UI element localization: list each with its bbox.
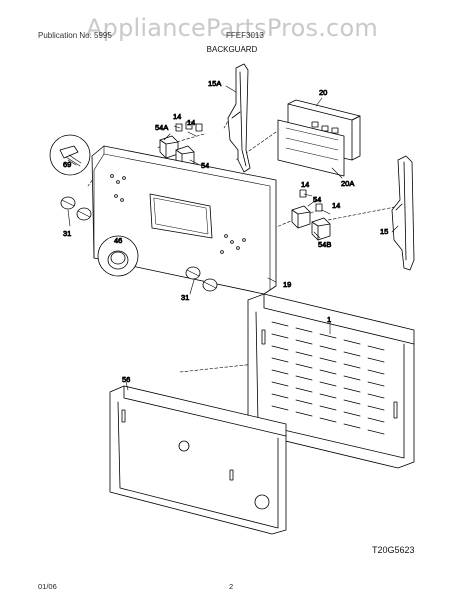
part-15-end-trim — [391, 155, 415, 271]
part-15a-end-trim — [227, 63, 251, 173]
callout-31-lower: 31 — [181, 293, 189, 302]
callout-54-right: 54 — [313, 195, 321, 204]
footer-date: 01/06 — [38, 582, 57, 591]
part-14-switch-knob-right — [299, 189, 323, 212]
publication-number: Publication No: 5995 — [38, 31, 112, 40]
part-69-screw-detail — [49, 134, 91, 176]
part-54a-switch — [159, 135, 179, 159]
model-number: FFEF3013 — [226, 31, 264, 40]
callout-14-a: 14 — [173, 112, 181, 121]
callout-14-c: 14 — [301, 180, 309, 189]
part-56-lower-back-panel — [109, 385, 287, 535]
callout-54-upper: 54 — [201, 161, 209, 170]
watermark: AppliancePartsPros.com — [86, 14, 378, 42]
part-54b-switch — [291, 205, 311, 229]
part-54-switch-right — [311, 217, 331, 241]
callout-20: 20 — [319, 88, 327, 97]
page-title: BACKGUARD — [206, 45, 258, 54]
callout-20a: 20A — [341, 179, 354, 188]
diagram-code: T20G5623 — [372, 545, 415, 555]
callout-leaders — [67, 85, 399, 391]
callout-31-left: 31 — [63, 229, 71, 238]
callout-15: 15 — [380, 227, 388, 236]
footer-page-number: 2 — [229, 582, 234, 591]
callout-19: 19 — [283, 280, 291, 289]
callout-46: 46 — [114, 236, 122, 245]
callout-14-b: 14 — [187, 118, 195, 127]
part-20a-overlay — [277, 119, 345, 177]
part-31-knob-left — [60, 196, 92, 221]
callout-15a: 15A — [208, 79, 221, 88]
callout-1: 1 — [327, 315, 331, 324]
part-46-knob-detail — [97, 235, 139, 277]
part-31-knob-lower — [185, 266, 218, 292]
callout-54a: 54A — [155, 123, 168, 132]
callout-56: 56 — [122, 375, 130, 384]
callout-69: 69 — [63, 160, 71, 169]
callout-14-d: 14 — [332, 201, 340, 210]
callout-54b: 54B — [318, 240, 331, 249]
